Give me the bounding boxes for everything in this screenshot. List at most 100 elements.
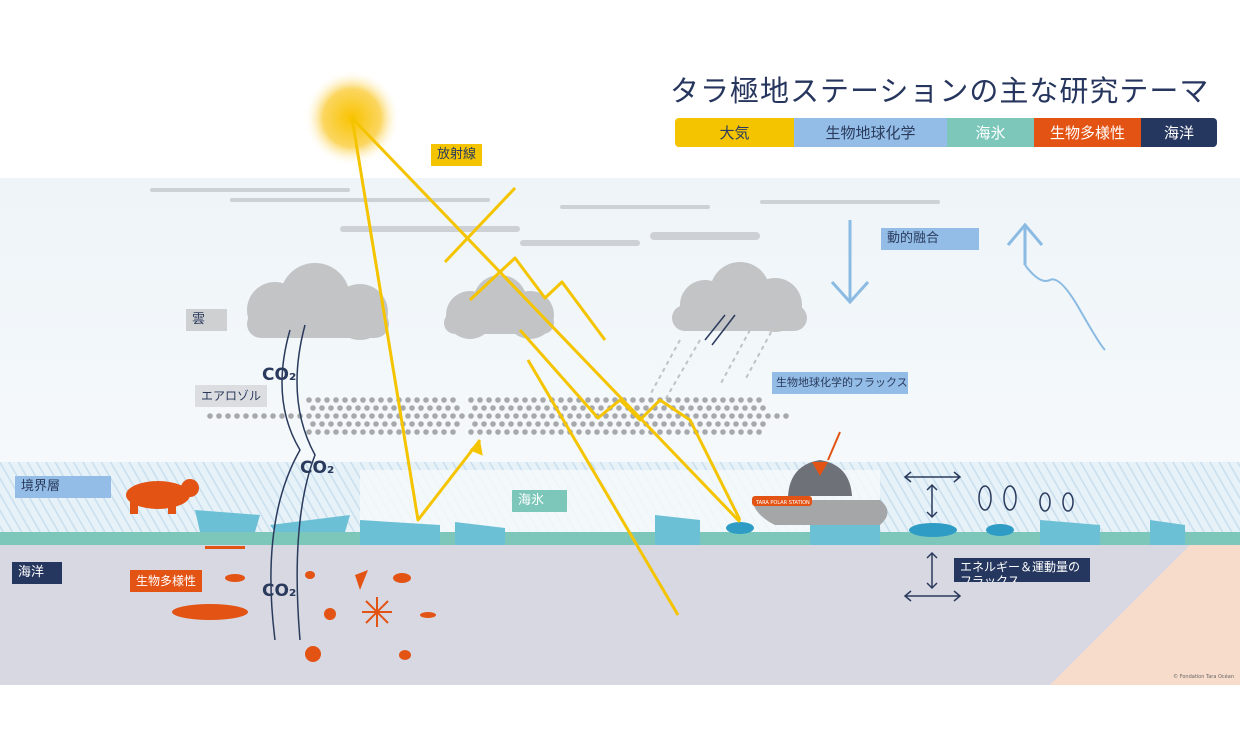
aerosol-dot — [346, 405, 352, 411]
aerosol-dot — [261, 413, 267, 419]
aerosol-dot — [729, 413, 735, 419]
aerosol-dot — [697, 405, 703, 411]
aerosol-dot — [355, 421, 361, 427]
aerosol-dot — [423, 413, 429, 419]
aerosol-dot — [454, 421, 460, 427]
aerosol-dot — [486, 413, 492, 419]
melt-ponds — [726, 522, 1014, 537]
aerosol-dot — [504, 429, 510, 435]
aerosol-dot — [513, 397, 519, 403]
aerosol-dot — [684, 397, 690, 403]
aerosol-dot — [580, 405, 586, 411]
aerosol-dot — [526, 405, 532, 411]
aerosol-dot — [751, 405, 757, 411]
aerosol-dot — [688, 405, 694, 411]
aerosol-dot — [450, 413, 456, 419]
aerosol-dot — [333, 413, 339, 419]
aerosol-dot — [648, 413, 654, 419]
aerosol-dot — [756, 397, 762, 403]
aerosol-dot — [540, 413, 546, 419]
aerosol-dot — [738, 429, 744, 435]
aerosol-dot — [414, 429, 420, 435]
aerosol-dot — [306, 429, 312, 435]
aerosol-dot — [360, 397, 366, 403]
aerosol-dot — [711, 397, 717, 403]
aerosol-dot — [216, 413, 222, 419]
aerosol-dot — [472, 405, 478, 411]
aerosol-dot — [450, 397, 456, 403]
aerosol-dot — [495, 429, 501, 435]
aerosol-dot — [315, 429, 321, 435]
aerosol-dot — [391, 421, 397, 427]
cloud-label: 雲 — [186, 309, 227, 331]
aerosol-dot — [409, 421, 415, 427]
aerosol-dot — [553, 421, 559, 427]
aerosol-dot — [369, 413, 375, 419]
aerosol-dot — [702, 413, 708, 419]
aerosol-dot — [436, 405, 442, 411]
aerosol-dot — [531, 429, 537, 435]
legend-biogeochemistry: 生物地球化学 — [794, 118, 947, 147]
aerosol-dot — [571, 421, 577, 427]
aerosol-dot — [243, 413, 249, 419]
aerosol-dot — [481, 405, 487, 411]
aerosol-dot — [630, 429, 636, 435]
aerosol-dot — [513, 429, 519, 435]
aerosol-dot — [711, 413, 717, 419]
aerosol-dot — [648, 397, 654, 403]
aerosol-dot — [634, 421, 640, 427]
aerosol-dot — [360, 429, 366, 435]
radiation-arrows — [350, 116, 742, 616]
aerosol-dot — [747, 429, 753, 435]
aerosol-dot — [504, 397, 510, 403]
aerosol-dot — [378, 397, 384, 403]
aerosol-dot — [495, 397, 501, 403]
aerosol-dot — [427, 421, 433, 427]
legend-atmosphere: 大気 — [675, 118, 794, 147]
aerosol-dot — [783, 413, 789, 419]
ocean-label: 海洋 — [12, 562, 62, 584]
aerosol-dot — [522, 397, 528, 403]
aerosol-dot — [252, 413, 258, 419]
aerosol-dot — [432, 397, 438, 403]
aerosol-dot — [445, 421, 451, 427]
aerosol-dot — [589, 421, 595, 427]
aerosol-dot — [477, 413, 483, 419]
tara-polar-station-ship: TARA POLAR STATION — [752, 431, 888, 525]
aerosol-dot — [756, 413, 762, 419]
arrowheads — [469, 440, 483, 456]
energy-flux-label: エネルギー＆運動量の フラックス — [954, 558, 1090, 582]
aerosol-dot — [603, 413, 609, 419]
legend-ocean: 海洋 — [1141, 118, 1217, 147]
aerosol-dot — [279, 413, 285, 419]
aerosol-dot — [715, 405, 721, 411]
aerosol-dot — [531, 413, 537, 419]
aerosol-dot — [733, 421, 739, 427]
aerosol-dot — [684, 429, 690, 435]
aerosol-dot — [657, 413, 663, 419]
aerosol-dot — [576, 413, 582, 419]
aerosol-dot — [405, 397, 411, 403]
aerosol-dot — [450, 429, 456, 435]
aerosol-dot — [337, 421, 343, 427]
aerosol-dot — [562, 405, 568, 411]
aerosol-dot — [630, 397, 636, 403]
ship-name: TARA POLAR STATION — [755, 500, 810, 506]
boundary-layer-label: 境界層 — [15, 476, 111, 498]
aerosol-dot — [733, 405, 739, 411]
radiation-label: 放射線 — [431, 144, 483, 166]
aerosol-dot — [405, 429, 411, 435]
aerosol-dot — [414, 397, 420, 403]
aerosol-dot — [427, 405, 433, 411]
aerosol-dot — [459, 413, 465, 419]
aerosol-dot — [706, 421, 712, 427]
aerosol-dot — [612, 413, 618, 419]
aerosol-dot — [603, 397, 609, 403]
biodiversity-label: 生物多様性 — [130, 570, 203, 592]
aerosol-dot — [346, 421, 352, 427]
aerosol-dot — [333, 397, 339, 403]
aerosol-dot — [337, 405, 343, 411]
aerosol-dot — [342, 397, 348, 403]
aerosol-dot — [495, 413, 501, 419]
aerosol-dot — [364, 421, 370, 427]
